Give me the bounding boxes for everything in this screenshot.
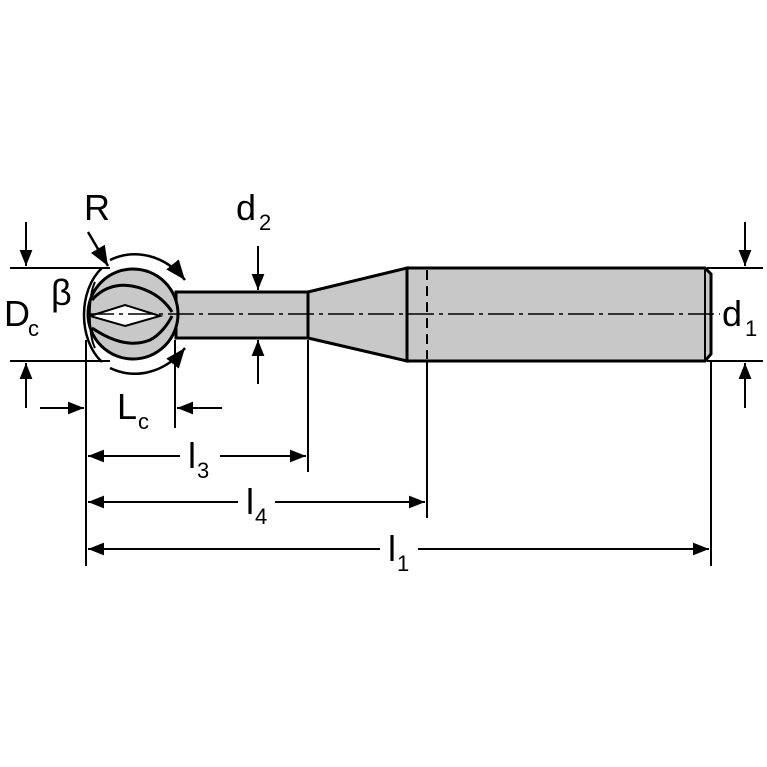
label-l1: l 1 [388, 528, 409, 576]
neck [174, 290, 310, 340]
label-l3-sub: 3 [197, 458, 209, 483]
label-l1-sub: 1 [397, 551, 409, 576]
label-d1: d 1 [722, 293, 757, 341]
label-d1-main: d [722, 293, 742, 334]
r-leader [86, 231, 110, 267]
label-l4-main: l [246, 481, 254, 522]
flute-upper [90, 283, 174, 313]
label-dc-main: D [4, 293, 30, 334]
label-dc: D c [4, 293, 39, 341]
label-lc-sub: c [138, 409, 149, 434]
beta-arc-top [109, 253, 186, 281]
flute-lower [91, 315, 174, 345]
label-l4: l 4 [246, 481, 267, 529]
label-d1-sub: 1 [745, 316, 757, 341]
label-lc: L c [117, 386, 149, 434]
label-l1-main: l [388, 528, 396, 569]
label-beta: β [51, 272, 72, 313]
cutting-edge [86, 303, 164, 328]
label-d2-main: d [236, 187, 256, 228]
beta-arc-left [82, 267, 103, 363]
helix-left [88, 281, 96, 349]
label-l3-main: l [188, 435, 196, 476]
label-lc-main: L [117, 386, 137, 427]
label-dc-sub: c [28, 316, 39, 341]
beta-arc-bottom [109, 347, 186, 375]
label-l3: l 3 [188, 435, 209, 483]
label-l4-sub: 4 [255, 504, 267, 529]
label-d2-sub: 2 [259, 210, 271, 235]
label-d2: d 2 [236, 187, 271, 235]
label-r: R [84, 187, 110, 228]
